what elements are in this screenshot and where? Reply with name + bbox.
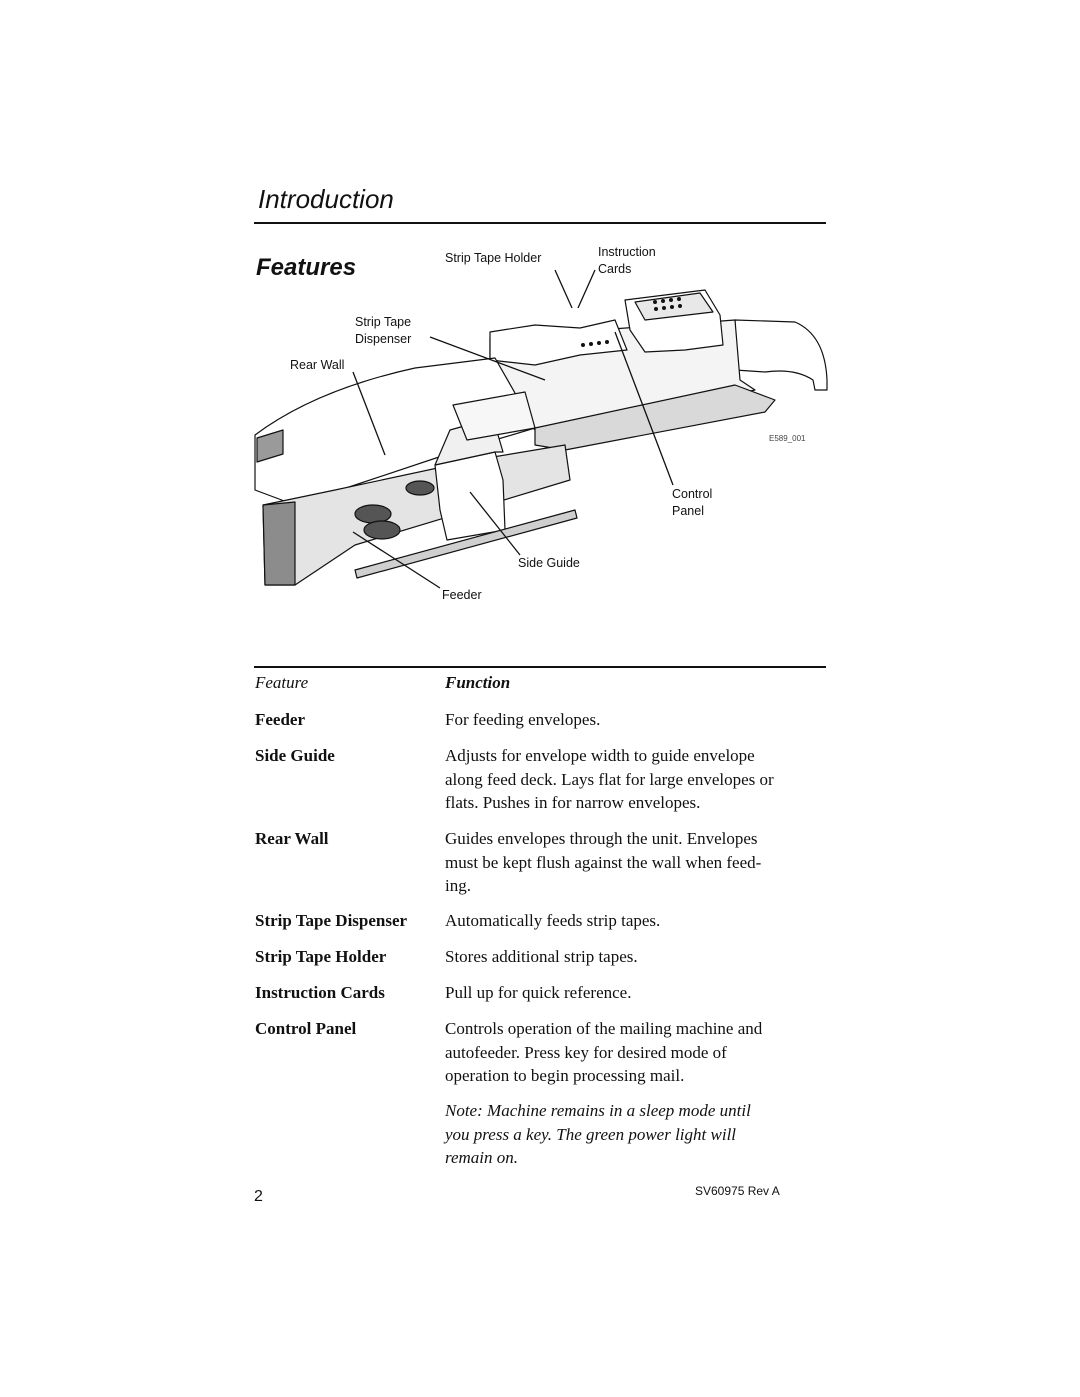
feature-column-heading: Feature [255,673,309,692]
feature-term: Strip Tape Dispenser [255,911,408,930]
figure-id: E589_001 [769,434,806,443]
callout-strip-tape-dispenser-line2: Dispenser [355,332,412,346]
note-label: Note: [445,1101,483,1120]
callout-instruction-cards-line2: Cards [598,262,632,276]
mailing-machine-illustration: Strip Tape Holder Instruction Cards Stri… [235,240,835,610]
callout-control-panel-line2: Panel [672,504,704,518]
note-text: Machine remains in a sleep mode until [482,1101,751,1120]
callout-strip-tape-holder: Strip Tape Holder [445,251,542,265]
note-text: remain on. [445,1148,519,1167]
feature-term: Side Guide [255,746,335,765]
callout-strip-tape-dispenser-line1: Strip Tape [355,315,412,329]
function-column-heading: Function [445,673,511,692]
feature-description: Stores additional strip tapes. [445,947,638,966]
callout-rear-wall: Rear Wall [290,358,345,372]
callout-control-panel-line1: Control [672,487,713,501]
feature-description: Adjusts for envelope width to guide enve… [445,746,774,812]
feature-description: Pull up for quick reference. [445,983,632,1002]
section-title: Features [256,254,357,281]
sleep-mode-note: Note: Machine remains in a sleep mode un… [445,1099,835,1170]
callout-feeder: Feeder [442,588,482,602]
page-number: 2 [254,1188,263,1205]
document-code: SV60975 Rev A [695,1184,780,1198]
callout-side-guide: Side Guide [518,556,580,570]
feature-description: For feeding envelopes. [445,710,601,729]
note-text: you press a key. The green power light w… [445,1124,737,1144]
feature-description: Automatically feeds strip tapes. [445,911,661,930]
feature-term: Control Panel [255,1019,357,1038]
chapter-title: Introduction [258,184,394,214]
feature-term: Feeder [255,710,306,729]
feature-term: Instruction Cards [255,983,385,1002]
machine-drawing [254,269,828,589]
feature-term: Rear Wall [255,829,329,848]
feature-description: Guides envelopes through the unit. Envel… [445,829,762,895]
feature-term: Strip Tape Holder [255,947,387,966]
table-rule [254,666,826,668]
feature-description: Controls operation of the mailing machin… [445,1019,763,1085]
callout-instruction-cards-line1: Instruction [598,245,656,259]
chapter-rule [254,222,826,224]
